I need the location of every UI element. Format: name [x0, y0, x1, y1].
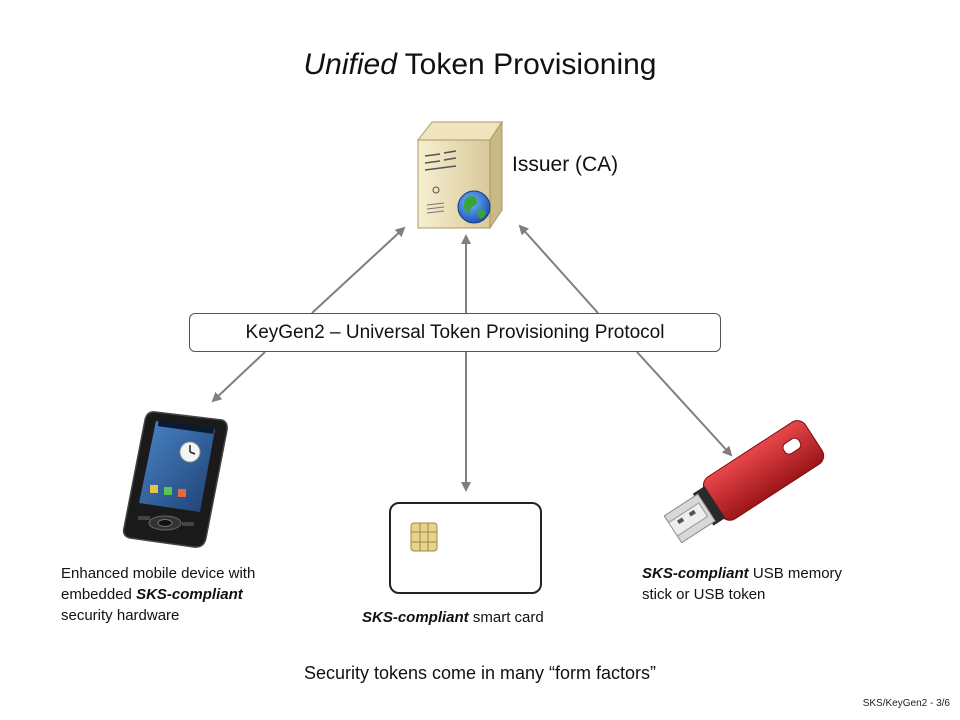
arrow-protocol-to-usb	[636, 351, 733, 457]
protocol-label: KeyGen2 – Universal Token Provisioning P…	[245, 321, 665, 343]
arrow-usb-to-issuer	[518, 224, 599, 314]
usb-token-caption: SKS-compliant USB memory stick or USB to…	[642, 565, 843, 603]
arrows	[211, 224, 733, 492]
issuer-label: Issuer (CA)	[512, 153, 619, 176]
page-title: Unified Token Provisioning	[303, 48, 657, 81]
usb-stick-icon	[663, 420, 825, 544]
footer-text: Security tokens come in many “form facto…	[303, 663, 657, 683]
protocol-box: KeyGen2 – Universal Token Provisioning P…	[189, 313, 721, 352]
mobile-device-caption: Enhanced mobile device with embedded SKS…	[61, 565, 256, 624]
page-number: SKS/KeyGen2 - 3/6	[862, 698, 950, 709]
smart-card-icon	[389, 502, 542, 594]
smart-card-caption: SKS-compliant smart card	[362, 609, 544, 626]
mobile-phone-icon	[122, 411, 228, 548]
arrow-mobile-to-issuer	[311, 226, 406, 314]
server-with-globe-icon	[416, 120, 503, 230]
arrow-protocol-to-mobile	[211, 351, 266, 403]
